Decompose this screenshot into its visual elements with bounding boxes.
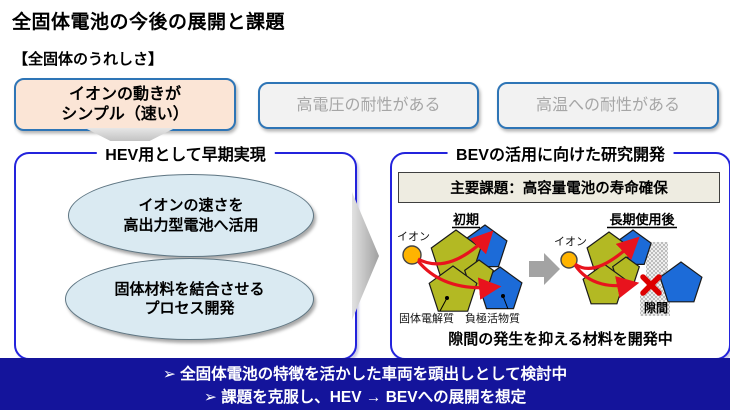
ion-path-arrow [416, 259, 502, 300]
banner-line-1: ➢ 全固体電池の特徴を活かした車両を頭出しとして検討中 [162, 365, 568, 383]
ion-path-arrow [574, 236, 640, 270]
electrolyte-pentagon [428, 265, 478, 312]
aging-arrow-icon [529, 253, 560, 285]
ion-label-aged: イオン [554, 235, 587, 248]
hev-ellipse2-line2: プロセス開発 [144, 300, 235, 317]
ion-label-initial: イオン [397, 230, 430, 243]
benefits-heading: 【全固体のうれしさ】 [13, 51, 164, 68]
ion-circle [560, 251, 578, 269]
benefit-box-temperature: 高温への耐性がある [497, 82, 719, 129]
benefit-voltage-label: 高電圧の耐性がある [296, 96, 441, 114]
ion-circle [402, 245, 422, 265]
blocked-x-icon [640, 274, 662, 296]
hev-ellipse-ion-speed: イオンの速さを 高出力型電池へ活用 [68, 174, 314, 257]
hev-ellipse2-line1: 固体材料を結合させる [114, 280, 265, 298]
gap-region [640, 294, 670, 316]
aged-state-label: 長期使用後 [609, 212, 675, 227]
benefit-box-voltage: 高電圧の耐性がある [258, 82, 479, 129]
bev-panel: BEVの活用に向けた研究開発 主要課題：高容量電池の寿命確保 初期 イオン [390, 141, 730, 360]
benefit-ion-line1: イオンの動きが [68, 85, 181, 103]
gap-label: 隙間 [644, 301, 668, 315]
benefit-ion-line2: シンプル（速い） [61, 105, 189, 123]
key-issue-box: 主要課題：高容量電池の寿命確保 [398, 172, 720, 203]
banner-line-2: ➢ 課題を克服し、HEV → BEVへの展開を想定 [203, 388, 527, 406]
benefit-temperature-label: 高温への耐性がある [535, 96, 680, 114]
bev-panel-title: BEVの活用に向けた研究開発 [447, 141, 674, 165]
initial-state-diagram: 初期 イオン 固体電解質 負極活物質 [397, 212, 523, 325]
initial-state-label: 初期 [453, 212, 479, 227]
aged-state-diagram: 長期使用後 イオン 隙間 [554, 212, 703, 316]
benefit-box-ion-movement: イオンの動きが シンプル（速い） [14, 78, 236, 131]
hev-ellipse1-line2: 高出力型電池へ活用 [123, 216, 259, 234]
bottom-banner: ➢ 全固体電池の特徴を活かした車両を頭出しとして検討中 ➢ 課題を克服し、HEV… [0, 358, 730, 410]
ion-path-arrow [573, 264, 640, 299]
electrolyte-label: 固体電解質 [399, 311, 454, 325]
battery-diagram: 初期 イオン 固体電解質 負極活物質 [397, 212, 703, 325]
detached-anode-pentagon [659, 261, 703, 303]
bev-panel-footer: 隙間の発生を抑える材料を開発中 [448, 331, 673, 348]
down-arrow-icon [85, 128, 175, 151]
hev-ellipse1-line1: イオンの速さを [138, 197, 244, 214]
hev-panel-title: HEV用として早期実現 [96, 141, 275, 165]
page-title: 全固体電池の今後の展開と課題 [12, 12, 286, 33]
right-arrow-icon [352, 192, 379, 320]
hev-panel: HEV用として早期実現 イオンの速さを 高出力型電池へ活用 固体材料を結合させる… [14, 141, 357, 360]
ion-path-arrow [417, 230, 494, 266]
hev-ellipse-process: 固体材料を結合させる プロセス開発 [65, 258, 314, 340]
anode-label: 負極活物質 [465, 311, 520, 325]
